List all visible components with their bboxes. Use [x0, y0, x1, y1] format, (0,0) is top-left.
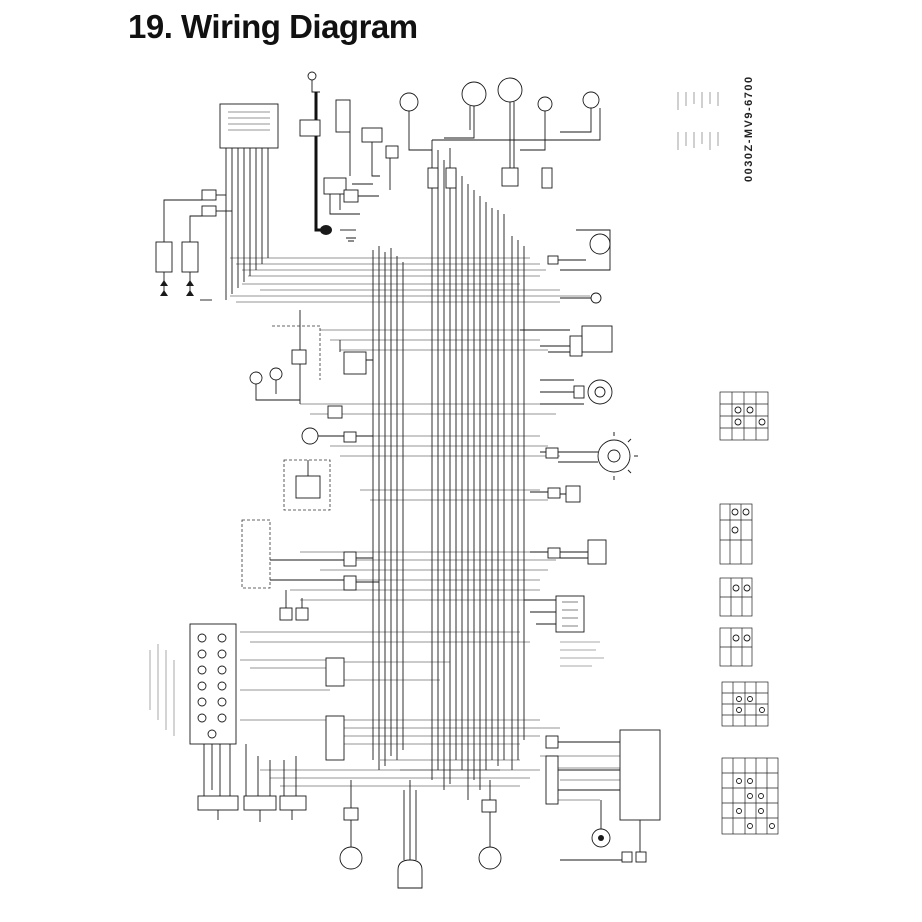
- oil-pressure-switch: [249, 367, 300, 401]
- color-code-legend: [677, 92, 719, 150]
- fan-thermo-switch: [283, 459, 331, 511]
- thermo-sensor: [272, 310, 321, 404]
- switch-table-ignition: [719, 391, 769, 441]
- side-stand-switch: [241, 519, 379, 621]
- ignition-unit: [219, 103, 279, 300]
- front-left-turn-lamp: [339, 780, 363, 870]
- clutch-switch: [560, 840, 647, 863]
- switch-table-starter: [719, 577, 753, 617]
- battery-starter-relay: [299, 71, 399, 242]
- regulator-rectifier: [520, 325, 613, 357]
- horn: [591, 800, 611, 848]
- switch-table-horn: [719, 627, 753, 667]
- fuse-box: [524, 595, 604, 667]
- top-lamps: [399, 77, 601, 189]
- ignition-coils: [155, 189, 232, 301]
- switch-table-engine-stop: [719, 503, 753, 565]
- neutral-switch: [547, 229, 611, 271]
- meters: [197, 744, 307, 822]
- turn-signal-relay: [545, 729, 661, 840]
- switch-table-turn-signal: [721, 757, 779, 835]
- pulse-generator: [540, 432, 638, 480]
- main-harness: [230, 140, 640, 801]
- front-right-turn-lamp: [478, 780, 502, 870]
- ground-point: [560, 292, 602, 304]
- alternator: [540, 379, 613, 405]
- indicator-panel: [149, 623, 345, 761]
- fuel-pump-relay: [530, 485, 581, 503]
- headlight: [397, 780, 423, 889]
- diode-relay: [339, 340, 373, 375]
- switch-table-dimmer: [721, 681, 769, 727]
- page-title: 19. Wiring Diagram: [128, 8, 418, 45]
- fan-motor: [301, 405, 373, 445]
- doc-code: 0030Z-MV9-6700: [743, 75, 755, 182]
- rear-brake-switch: [530, 539, 607, 565]
